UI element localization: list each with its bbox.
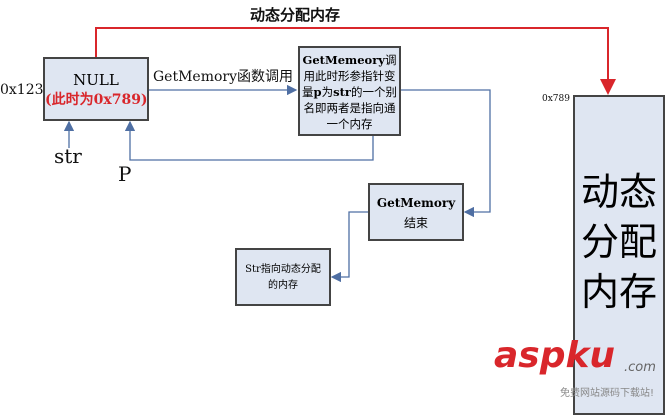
p-label: P [118, 162, 132, 186]
alloc-arrow [95, 27, 616, 95]
str-label: str [54, 144, 82, 168]
watermark-tld: .com [624, 360, 656, 375]
alias-p: p [313, 85, 322, 99]
end-bold: GetMemory [376, 196, 456, 210]
alias-box: GetMemeory调用此时形参指针变量p为str的一个别名即两者是指向通一个内… [298, 46, 401, 136]
end-arrow [401, 89, 491, 218]
memory-box: 动态分配内存 [573, 95, 665, 415]
p-arrow [124, 120, 374, 161]
call-label: GetMemory函数调用 [153, 69, 294, 85]
watermark-brand: aspku [494, 335, 616, 376]
alias-bold: GetMemeory [302, 53, 385, 67]
null-note: (此时为0x789) [45, 92, 148, 108]
end-text: 结束 [403, 216, 428, 230]
alias-str: str [333, 85, 351, 99]
address-left: 0x123 [0, 82, 44, 98]
watermark-slogan: 免费网站源码下载站! [560, 388, 655, 399]
result-arrow [330, 211, 368, 283]
alias-text: 调用此时形参指针变量 [302, 53, 397, 99]
alias-rest: 的一个别名即两者是指向通一个内存 [303, 85, 397, 131]
null-text: NULL [73, 71, 119, 89]
alias-mid: 为 [321, 85, 334, 99]
connector-lines [63, 27, 616, 283]
title: 动态分配内存 [250, 6, 341, 24]
end-box: GetMemory 结束 [368, 183, 464, 241]
null-box: NULL (此时为0x789) [43, 57, 149, 121]
str-result-box: Str指向动态分配的内存 [235, 248, 331, 306]
address-right: 0x789 [542, 94, 570, 104]
